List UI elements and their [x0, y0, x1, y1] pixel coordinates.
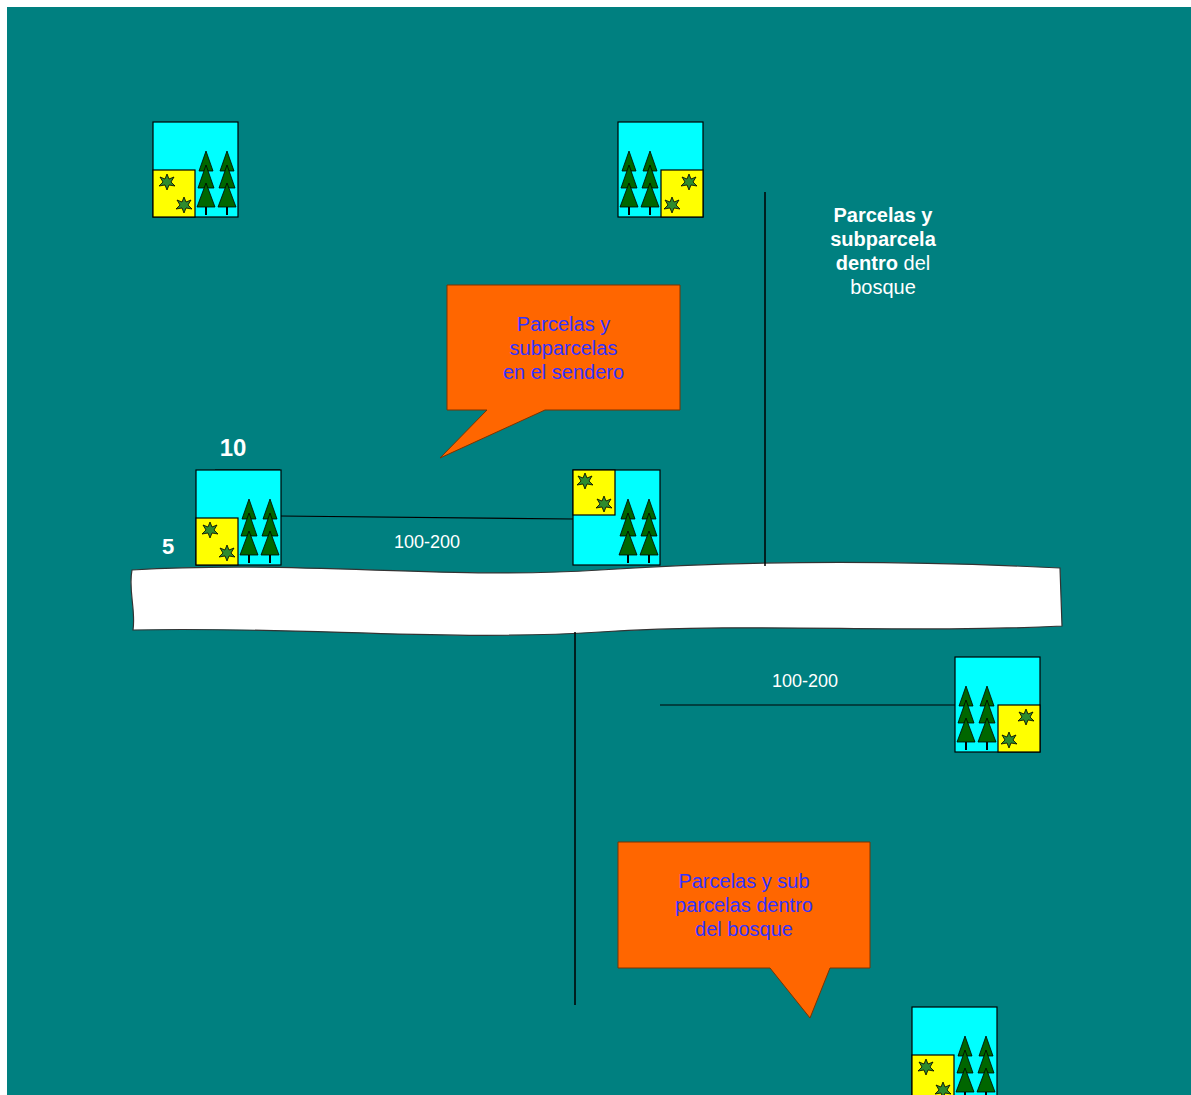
distance-label: 100-200 — [745, 671, 865, 692]
plot-icon — [618, 122, 703, 217]
callout-text-group: Parcelas y sub parcelas dentro del bosqu… — [673, 869, 815, 941]
transect-line — [574, 632, 576, 1005]
callout-text: Parcelas y subparcelas en el sendero — [500, 312, 628, 384]
distance-line — [660, 704, 955, 705]
plot-icon — [955, 657, 1040, 752]
callout-box: Parcelas y subparcelas en el sendero — [447, 285, 680, 410]
callout-shape — [618, 842, 870, 1018]
dimension-number: 10 — [208, 434, 258, 462]
distance-label: 100-200 — [367, 532, 487, 553]
dimension-number: 5 — [155, 534, 181, 560]
plot-icon — [153, 122, 238, 217]
transect-line — [764, 192, 766, 566]
callout-text-group: Parcelas y subparcelas en el sendero — [500, 312, 628, 384]
plot-icon — [196, 470, 281, 565]
background — [7, 7, 1191, 1095]
plot-icon — [573, 470, 660, 565]
callout-box: Parcelas y sub parcelas dentro del bosqu… — [618, 842, 870, 968]
callout-shape — [440, 285, 680, 458]
distance-line — [280, 516, 573, 519]
trail-band — [131, 562, 1062, 635]
plot-icon — [912, 1007, 997, 1095]
forest-plot-note: Parcelas y subparcela dentro del bosque — [812, 203, 954, 299]
callout-text: Parcelas y sub parcelas dentro del bosqu… — [673, 869, 815, 941]
